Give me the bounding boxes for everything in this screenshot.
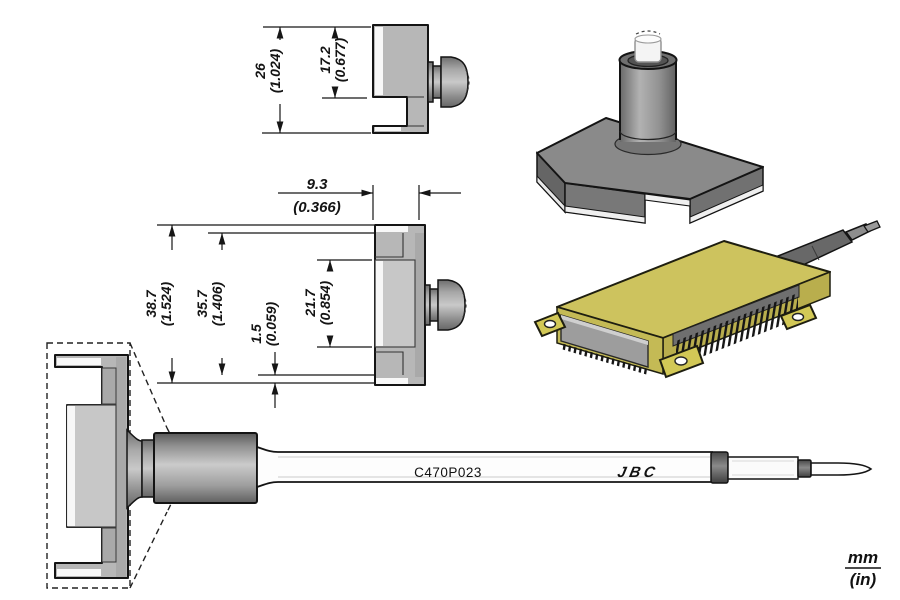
cartridge-neck <box>126 428 143 510</box>
mount-hole-right <box>791 312 805 322</box>
render-tip-3d <box>536 30 764 225</box>
tip-cylinder <box>620 60 676 142</box>
view-top-profile <box>372 24 470 134</box>
dim-26-in: (1.024) <box>267 48 283 93</box>
label-masks <box>147 30 354 358</box>
product-code: C470P023 <box>414 465 482 480</box>
dim-1-5-mm: 1.5 <box>248 324 264 344</box>
contact-knob <box>427 56 470 108</box>
dim-38-7-mm: 38.7 <box>143 289 159 317</box>
dim-21-7-in: (0.854) <box>317 280 333 325</box>
dim-21-7-mm: 21.7 <box>302 288 318 317</box>
dim-35-7-in: (1.406) <box>209 281 225 326</box>
dim-26-mm: 26 <box>252 63 268 80</box>
dimension-labels: 26 (1.024) 17.2 (0.677) 9.3 (0.366) 38.7… <box>143 37 348 346</box>
view-side-profile <box>374 224 467 386</box>
dim-1-5-in: (0.059) <box>263 301 279 346</box>
units-in: (in) <box>850 570 877 589</box>
module-pins <box>676 293 798 367</box>
mount-hole-left <box>543 319 557 329</box>
tip-bracket-detail <box>54 354 129 579</box>
tip-plate-top <box>536 117 764 200</box>
cartridge-tip <box>810 462 873 476</box>
module-bottom-pins <box>561 343 648 375</box>
cartridge: C470P023 JBC <box>126 428 873 510</box>
units-legend: mm (in) <box>845 548 881 589</box>
dim-17-2-mm: 17.2 <box>317 46 333 73</box>
dim-9-3-mm: 9.3 <box>307 176 329 193</box>
dim-17-2-in: (0.677) <box>332 37 348 82</box>
mount-hole-front <box>674 356 688 366</box>
brand-logo: JBC <box>616 464 660 481</box>
dim-38-7-in: (1.524) <box>158 281 174 326</box>
units-mm: mm <box>848 548 878 567</box>
dim-35-7-mm: 35.7 <box>194 289 210 317</box>
fiber-cable <box>863 220 881 233</box>
contact-knob <box>424 279 467 331</box>
dim-9-3-in: (0.366) <box>293 199 341 216</box>
cartridge-body <box>153 432 258 504</box>
render-module-3d <box>533 220 881 379</box>
